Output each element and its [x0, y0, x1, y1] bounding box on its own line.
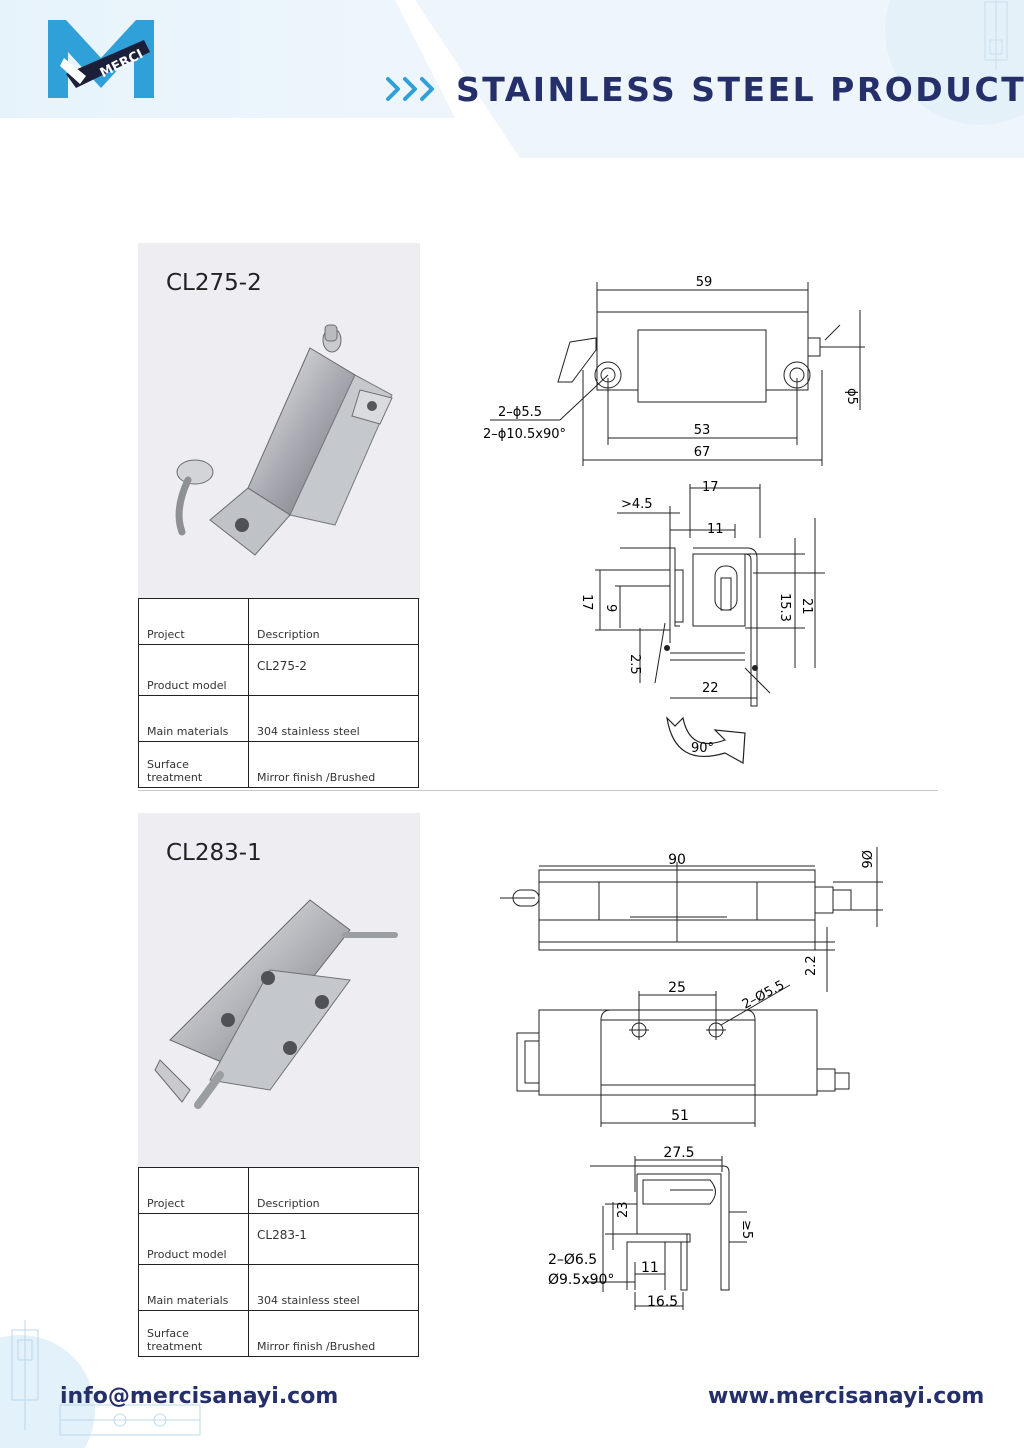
- table-cell-label: Project: [138, 598, 249, 645]
- table-cell-label: Product model: [138, 1213, 249, 1265]
- dim-label: 25: [668, 980, 686, 996]
- table-cell-label: Surface treatment: [138, 741, 249, 788]
- table-cell-value: Description: [248, 598, 419, 645]
- dim-label: 90: [668, 852, 686, 868]
- dim-label: 2–Ø6.5: [548, 1252, 597, 1268]
- merci-logo: MERCI: [48, 20, 154, 98]
- dim-label: 16.5: [647, 1294, 678, 1310]
- table-cell-label: Surface treatment: [138, 1310, 249, 1357]
- table-cell-value: CL275-2: [248, 644, 419, 696]
- table-cell-value: Mirror finish /Brushed: [248, 1310, 419, 1357]
- section-divider: [138, 790, 938, 791]
- footer-decoration: [0, 1320, 201, 1448]
- technical-drawing-front-view: 90 Ø6 2.2: [500, 847, 883, 992]
- table-cell-value: 304 stainless steel: [248, 695, 419, 742]
- dim-label: 2.5: [627, 654, 642, 675]
- triple-chevron-right-icon: [386, 77, 434, 101]
- technical-drawing-side-view: >4.5 17 11 17 9 2.5 22 15.3 21 90°: [579, 480, 825, 764]
- dim-label: 2–Ø5.5: [740, 978, 787, 1013]
- footer-email[interactable]: info@mercisanayi.com: [60, 1384, 339, 1409]
- dim-label: >4.5: [621, 497, 653, 512]
- footer-website[interactable]: www.mercisanayi.com: [708, 1384, 985, 1409]
- technical-drawing-top-view: 59 2–ϕ5.5 2–ϕ10.5x90° 53 67 ϕ5: [483, 275, 865, 466]
- dim-label: 17: [579, 594, 594, 611]
- dim-label: 67: [694, 445, 711, 460]
- product-model-title: CL283-1: [166, 840, 262, 866]
- dim-label: 2–ϕ10.5x90°: [483, 427, 566, 442]
- product-model-title: CL275-2: [166, 270, 262, 296]
- dim-label: 53: [694, 423, 711, 438]
- table-cell-value: Mirror finish /Brushed: [248, 741, 419, 788]
- dim-label: ≥5: [739, 1220, 754, 1239]
- page-title: STAINLESS STEEL PRODUCTS: [456, 70, 1024, 109]
- rotation-label: 90°: [691, 741, 714, 756]
- table-cell-value: 304 stainless steel: [248, 1264, 419, 1311]
- dim-label: 2.2: [804, 955, 819, 976]
- dim-label: Ø6: [858, 850, 873, 869]
- dim-label: 21: [799, 598, 814, 615]
- dim-label: 51: [671, 1108, 689, 1124]
- table-cell-value: Description: [248, 1167, 419, 1214]
- hinge-photo: [154, 899, 398, 1109]
- table-cell-label: Main materials: [138, 695, 249, 742]
- dim-label: 9: [603, 604, 618, 612]
- technical-drawing-plan-view: 25 2–Ø5.5 51: [516, 978, 850, 1127]
- table-cell-label: Main materials: [138, 1264, 249, 1311]
- dim-label: 23: [616, 1201, 631, 1218]
- dim-label: 11: [641, 1260, 659, 1276]
- header-band: [0, 0, 1024, 158]
- dim-label: 2–ϕ5.5: [498, 405, 542, 420]
- dim-label: 59: [696, 275, 713, 290]
- dim-label: Ø9.5x90°: [548, 1272, 614, 1288]
- table-cell-value: CL283-1: [248, 1213, 419, 1265]
- table-cell-label: Project: [138, 1167, 249, 1214]
- dim-label: 15.3: [777, 593, 792, 622]
- dim-label: 11: [707, 522, 724, 537]
- table-cell-label: Product model: [138, 644, 249, 696]
- technical-drawing-side-view: 27.5 23 ≥5 2–Ø6.5 Ø9.5x90° 11 16.5: [548, 1145, 754, 1310]
- dim-label: ϕ5: [844, 388, 859, 405]
- dim-label: 22: [702, 681, 719, 696]
- hinge-photo: [175, 324, 393, 556]
- dim-label: 17: [702, 480, 719, 495]
- dim-label: 27.5: [663, 1145, 694, 1161]
